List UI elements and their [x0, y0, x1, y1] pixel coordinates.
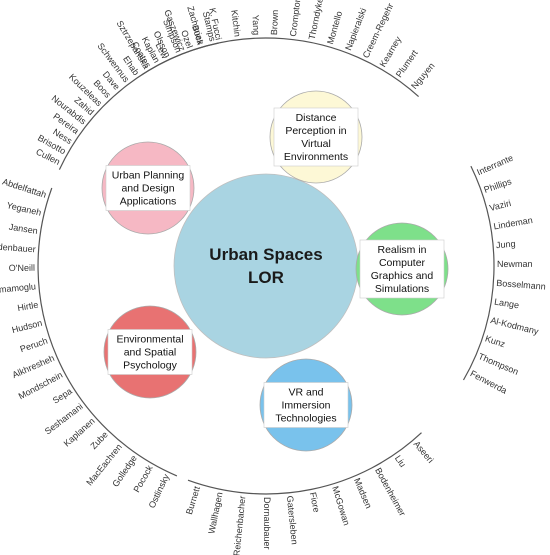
arc-psychology — [37, 187, 178, 477]
topic-label-line: and Spatial — [124, 347, 177, 359]
topic-label-line: Virtual — [301, 138, 331, 150]
arc-realism — [462, 165, 495, 381]
author-label: Lindeman — [493, 215, 534, 232]
topic-label-line: VR and — [288, 387, 323, 399]
author-label: Gatersleben — [285, 495, 300, 545]
topic-label-line: Applications — [120, 196, 177, 208]
author-label: McGowan — [330, 485, 352, 527]
author-label: Bosselmann — [496, 278, 546, 292]
author-label: Jansen — [8, 222, 38, 236]
center-circle — [173, 173, 359, 359]
topic-label-line: Realism in — [377, 244, 426, 256]
topic-label-box — [107, 329, 193, 375]
author-label: Phillips — [483, 176, 514, 195]
author-label: Yeganeh — [6, 200, 43, 218]
author-label: Sepa — [51, 386, 74, 406]
topic-label-box — [105, 165, 191, 211]
author-label: Aseeri — [412, 439, 436, 465]
center-title-line: LOR — [248, 268, 284, 287]
topic-label-line: Simulations — [375, 283, 429, 295]
author-label: Kunz — [484, 333, 507, 349]
topic-label-line: Perception in — [285, 125, 346, 137]
author-label: Al-Kodmany — [489, 315, 539, 336]
author-label: Wiedenbauer — [0, 241, 36, 255]
author-label: Ostlinsky — [147, 472, 172, 510]
topic-label-box — [263, 382, 349, 428]
author-label: Montello — [325, 10, 344, 45]
topic-label-box — [273, 107, 359, 167]
author-label: Pocock — [131, 463, 155, 494]
topic-label-box — [359, 239, 445, 299]
arcs-layer — [37, 37, 495, 495]
topic-label-line: and Design — [121, 183, 174, 195]
author-label: Reichenbacher — [231, 495, 247, 555]
author-label: Yang — [251, 15, 262, 36]
author-label: Imamoglu — [0, 281, 36, 295]
author-label: Nguyen — [409, 61, 437, 91]
topic-label-line: Environmental — [116, 334, 183, 346]
topic-label-line: Immersion — [281, 400, 330, 412]
author-label: Fenwerda — [469, 368, 509, 395]
author-label: Brown — [269, 9, 280, 35]
center-title-line: Urban Spaces — [209, 245, 322, 264]
arc-urban — [58, 42, 219, 170]
author-label: Zube — [88, 429, 109, 451]
author-label: Dornaubauer — [262, 497, 272, 550]
author-label: Abdelfattah — [1, 176, 47, 199]
author-label: Burnett — [184, 485, 202, 516]
topic-label-line: Psychology — [123, 360, 177, 372]
topic-label-line: Environments — [284, 151, 348, 163]
author-label: Madsen — [352, 477, 374, 510]
author-label: Lange — [494, 297, 520, 311]
topic-label-line: Technologies — [275, 413, 336, 425]
author-label: Newman — [497, 259, 533, 269]
author-label: Hudson — [11, 318, 44, 335]
author-label: Crompton — [288, 0, 303, 37]
author-label: Bodenheimer — [373, 466, 407, 518]
author-label: Kitchin — [229, 9, 242, 37]
topic-label-line: Urban Planning — [112, 170, 185, 182]
author-label: Thorndyke — [307, 0, 325, 41]
author-label: Vaziri — [488, 198, 512, 213]
author-label: Jung — [496, 239, 516, 251]
author-label: O'Neill — [9, 263, 35, 273]
topic-label-line: Computer — [379, 257, 426, 269]
author-label: Plumert — [394, 48, 420, 80]
author-label: Wallhagen — [206, 491, 224, 534]
author-label: Interrante — [475, 153, 514, 178]
topic-label-line: Graphics and — [371, 270, 434, 282]
topic-label-line: Distance — [296, 112, 337, 124]
author-label: Hirtle — [17, 300, 39, 313]
arc-vr — [187, 432, 422, 495]
author-label: Liu — [393, 453, 408, 469]
author-label: Peruch — [19, 336, 49, 355]
author-label: Fiore — [308, 491, 322, 513]
